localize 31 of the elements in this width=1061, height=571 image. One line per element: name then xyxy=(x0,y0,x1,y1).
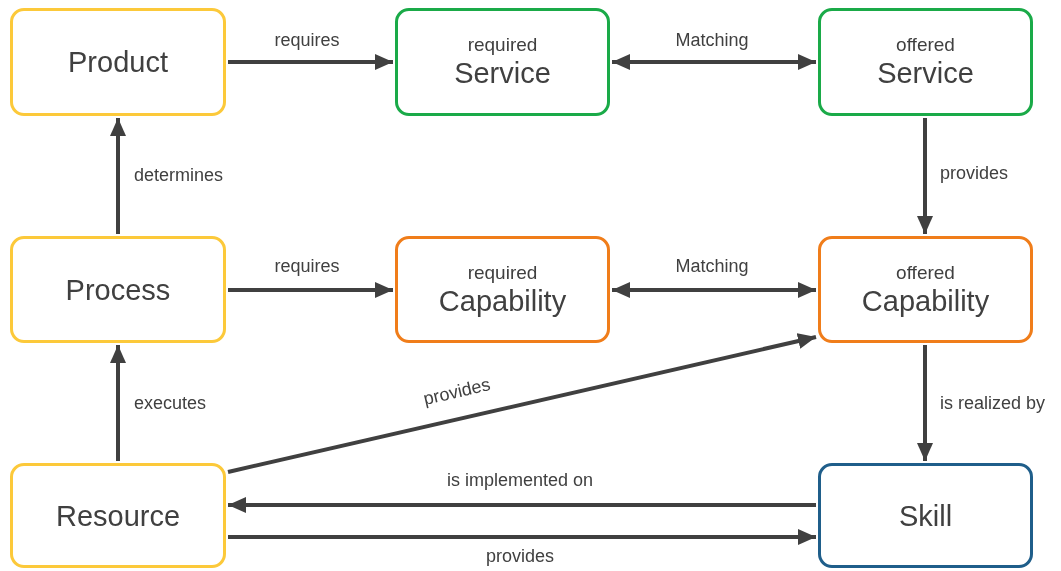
arrow xyxy=(110,118,126,234)
node-title: Capability xyxy=(438,283,567,318)
arrow xyxy=(228,54,393,70)
node-title: Service xyxy=(454,56,551,90)
concept-box xyxy=(10,463,226,568)
arrow xyxy=(228,529,816,545)
concept-box xyxy=(395,236,610,343)
node-title: Product xyxy=(68,45,168,79)
arrow xyxy=(228,282,393,298)
concept-box xyxy=(818,8,1033,116)
node-title: Resource xyxy=(55,498,181,533)
concept-box xyxy=(818,463,1033,568)
arrow xyxy=(110,345,126,461)
concept-box xyxy=(10,236,226,343)
arrow xyxy=(612,282,816,298)
qualifier-text: required xyxy=(467,34,538,56)
qualifier-text: required xyxy=(467,261,538,284)
arrow xyxy=(917,345,933,461)
node-title: Capability xyxy=(861,283,990,318)
qualifier-text: offered xyxy=(896,261,955,284)
arrow xyxy=(917,118,933,234)
concept-box xyxy=(10,8,226,116)
arrow xyxy=(227,333,817,474)
concept-box xyxy=(818,236,1033,343)
node-title: Process xyxy=(65,272,171,307)
arrow xyxy=(612,54,816,70)
arrow xyxy=(228,497,816,513)
concept-box xyxy=(395,8,610,116)
node-title: Service xyxy=(877,56,974,90)
node-title: Skill xyxy=(898,498,953,533)
qualifier-text: offered xyxy=(896,34,955,56)
